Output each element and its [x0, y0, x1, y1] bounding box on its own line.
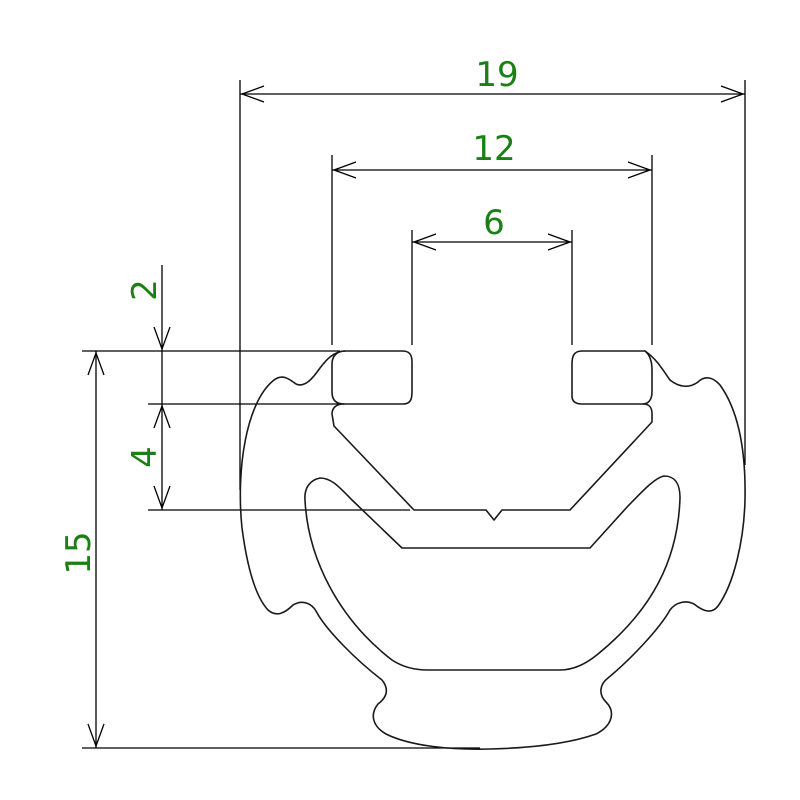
dimension-labels: 19 12 6 2 4 15 [59, 55, 519, 575]
arrow-2-down [153, 326, 171, 351]
dim-label-15: 15 [59, 531, 99, 574]
arrow-19-left [240, 85, 265, 103]
arrow-12-left [332, 161, 357, 179]
dimension-6 [412, 233, 572, 251]
arrow-15-up [87, 351, 105, 376]
dim-label-4: 4 [125, 446, 165, 468]
dimension-12 [332, 161, 652, 179]
dimension-2 [153, 265, 171, 404]
dimension-19 [240, 85, 745, 103]
rim-profile [239, 350, 746, 750]
dim-label-6: 6 [483, 203, 505, 243]
profile-inner-chamber [304, 475, 681, 671]
arrow-15-down [87, 723, 105, 748]
dim-label-2: 2 [125, 279, 165, 301]
extension-lines [82, 80, 746, 749]
arrow-4-up [153, 404, 171, 429]
profile-left-lip [331, 350, 346, 405]
dim-label-19: 19 [475, 55, 518, 95]
arrow-19-right [720, 85, 745, 103]
arrow-12-right [627, 161, 652, 179]
dim-label-12: 12 [472, 129, 515, 169]
dimension-4 [153, 404, 171, 510]
arrow-4-down [153, 485, 171, 510]
arrow-6-right [547, 233, 572, 251]
dimension-15 [87, 351, 105, 748]
profile-right-lip [642, 350, 653, 405]
profile-outer-contour [239, 350, 746, 750]
arrow-6-left [412, 233, 437, 251]
